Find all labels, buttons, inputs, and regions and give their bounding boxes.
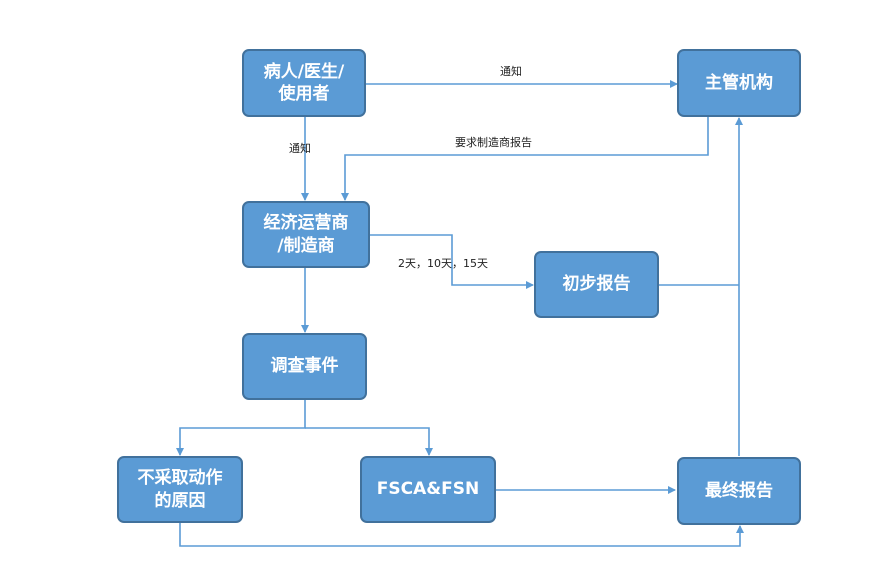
final-report-node: 最终报告 [677,457,801,525]
arrow-operator-to-initial-report [370,234,534,289]
fsca-fsn-node: FSCA&FSN [360,456,496,523]
initial-report-node: 初步报告 [534,251,659,318]
authority-node: 主管机构 [677,49,801,117]
notify-label-top: 通知 [500,65,522,78]
no-action-reason-node: 不采取动作 的原因 [117,456,243,523]
arrow-no-action-to-final-report [179,523,744,547]
deadline-label: 2天，10天，15天 [398,257,488,270]
patient-doctor-user-node: 病人/医生/ 使用者 [242,49,366,117]
arrow-investigate-to-fsca [305,427,433,456]
arrow-investigate-to-no-action [176,400,306,456]
notify-label-left: 通知 [289,142,311,155]
arrow-authority-to-operator [341,117,709,201]
investigate-event-node: 调查事件 [242,333,367,400]
request-report-label: 要求制造商报告 [455,136,532,149]
operator-manufacturer-node: 经济运营商 /制造商 [242,201,370,268]
